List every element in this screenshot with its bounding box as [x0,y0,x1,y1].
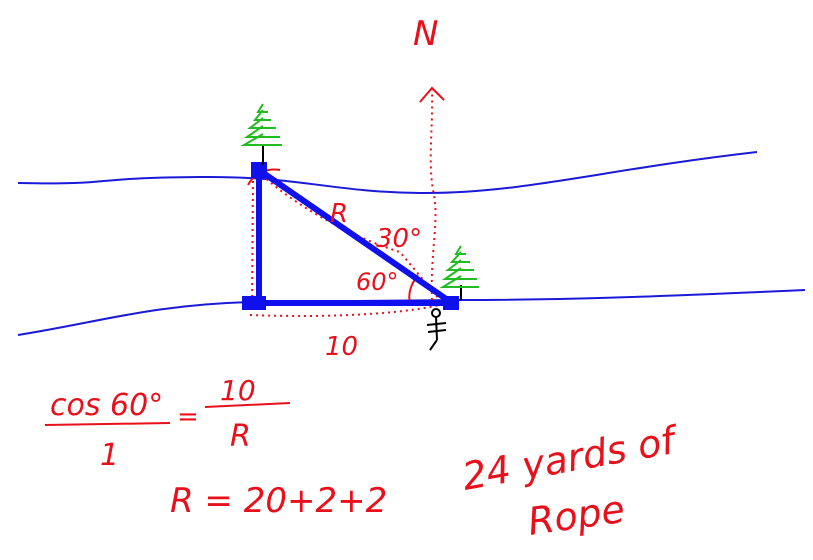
r-solution: R = 20+2+2 [170,481,387,521]
angle-60-label: 60° [356,268,399,296]
ratio-denominator: R [230,419,251,454]
angle-30-label: 30° [376,224,422,254]
cos-denominator: 1 [100,438,119,473]
north-arrowhead [419,86,445,103]
corner-marker-bottom-right [443,296,459,310]
north-label: N [413,14,438,54]
triangle [256,167,455,306]
north-arrow [429,89,437,301]
corner-marker-bottom-left [242,296,266,310]
tree-icon [439,245,479,300]
base-length-label: 10 [325,332,358,362]
corner-marker-top [251,162,267,178]
person-icon [426,308,447,351]
river-bank-south [17,289,806,336]
fraction-bar [204,402,291,408]
answer-line-2: Rope [525,487,627,544]
dotted-vertical [251,174,254,311]
ratio-numerator: 10 [220,374,256,407]
fraction-bar [44,422,171,426]
tree-icon [240,103,282,165]
cos-numerator: cos 60° [50,388,163,423]
river-bank-north [17,151,758,195]
answer-line-1: 24 yards of [459,417,683,499]
equals-sign: = [177,402,199,432]
dotted-base [249,304,441,317]
hypotenuse-label: R [330,199,348,229]
